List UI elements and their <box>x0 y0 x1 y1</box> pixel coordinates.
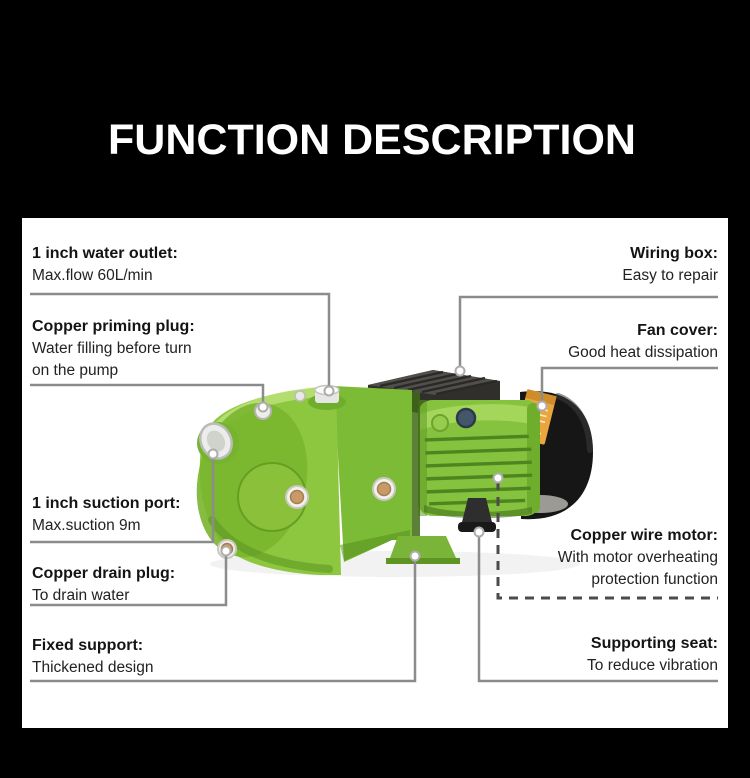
callout-line-fixed-support <box>30 558 417 683</box>
callout-desc: With motor overheating protection functi… <box>557 549 718 588</box>
callout-title: Fixed support: <box>32 637 144 654</box>
top-plug <box>294 390 306 402</box>
dot-water-outlet <box>323 385 335 397</box>
pump-bracket <box>334 386 412 562</box>
callout-line-supporting-seat <box>477 534 718 683</box>
dot-priming-plug <box>257 401 269 413</box>
copper-plug-mid <box>372 477 396 501</box>
callout-suction-port: 1 inch suction port: Max.suction 9m <box>32 492 180 537</box>
callout-title: Wiring box: <box>630 245 718 262</box>
dot-copper-wire-motor <box>492 472 504 484</box>
callout-priming-plug: Copper priming plug: Water filling befor… <box>32 315 195 382</box>
motor-boss <box>431 414 449 432</box>
callout-copper-wire-motor: Copper wire motor: With motor overheatin… <box>398 524 718 591</box>
page-title: FUNCTION DESCRIPTION <box>108 116 636 164</box>
callout-wiring-box: Wiring box: Easy to repair <box>398 242 718 287</box>
dot-wiring-box <box>454 365 466 377</box>
callout-title: Copper priming plug: <box>32 318 195 335</box>
callout-drain-plug: Copper drain plug: To drain water <box>32 562 175 607</box>
callout-line-priming-plug <box>30 383 265 404</box>
callout-water-outlet: 1 inch water outlet: Max.flow 60L/min <box>32 242 178 287</box>
callout-desc: Easy to repair <box>622 267 718 284</box>
callout-title: Copper wire motor: <box>570 527 718 544</box>
callout-line-fan-cover <box>540 366 718 404</box>
callout-title: Copper drain plug: <box>32 565 176 582</box>
suction-pipe <box>199 422 233 460</box>
callout-desc: Max.suction 9m <box>32 517 141 534</box>
callout-lines <box>30 292 718 683</box>
callout-line-drain-plug <box>30 552 228 607</box>
callout-line-wiring-box <box>458 295 718 368</box>
callout-desc: Water filling before turn on the pump <box>32 340 192 379</box>
callout-line-suction-port <box>30 456 215 544</box>
dot-suction-port <box>207 448 219 460</box>
callout-title: Fan cover: <box>637 322 718 339</box>
callout-line-water-outlet <box>30 292 331 390</box>
dot-fixed-support <box>409 550 421 562</box>
dot-drain-plug <box>220 545 232 557</box>
callout-dots <box>207 365 548 562</box>
callout-desc: To reduce vibration <box>587 657 718 674</box>
callout-supporting-seat: Supporting seat: To reduce vibration <box>398 632 718 677</box>
callout-title: Supporting seat: <box>590 635 718 652</box>
front-foot <box>386 536 460 564</box>
callout-title: 1 inch suction port: <box>32 495 181 512</box>
dot-fan-cover <box>536 400 548 412</box>
motor-bolt <box>455 407 477 429</box>
dot-supporting-seat <box>473 526 485 538</box>
callout-title: 1 inch water outlet: <box>32 245 178 262</box>
callout-line-copper-wire-motor <box>496 481 718 600</box>
motor-body <box>418 400 540 519</box>
callout-fan-cover: Fan cover: Good heat dissipation <box>398 319 718 364</box>
callout-desc: Max.flow 60L/min <box>32 267 153 284</box>
callout-desc: Thickened design <box>32 659 154 676</box>
copper-plug-front <box>285 485 309 509</box>
callout-desc: To drain water <box>32 587 130 604</box>
callout-fixed-support: Fixed support: Thickened design <box>32 634 154 679</box>
callout-desc: Good heat dissipation <box>568 344 718 361</box>
